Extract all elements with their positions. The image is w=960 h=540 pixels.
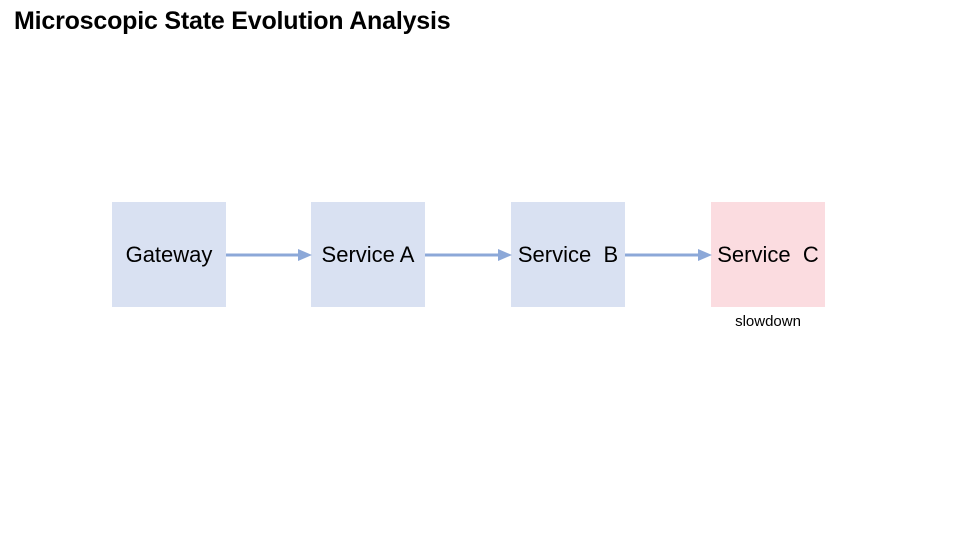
annotation-slowdown: slowdown — [735, 313, 801, 330]
node-service-a[interactable]: Service A — [311, 202, 425, 307]
edge-gateway-to-service-a — [226, 247, 312, 263]
node-service-c[interactable]: Service C — [711, 202, 825, 307]
node-gateway-label: Gateway — [125, 241, 213, 267]
arrow-right-icon — [625, 249, 712, 261]
node-gateway[interactable]: Gateway — [112, 202, 226, 307]
node-service-b-label: Service B — [517, 241, 619, 267]
edge-service-a-to-service-b — [425, 247, 512, 263]
node-service-c-label: Service C — [717, 241, 819, 267]
node-service-b[interactable]: Service B — [511, 202, 625, 307]
arrow-right-icon — [226, 249, 312, 261]
node-service-a-label: Service A — [321, 241, 415, 267]
edge-service-b-to-service-c — [625, 247, 712, 263]
arrow-right-icon — [425, 249, 512, 261]
page-title: Microscopic State Evolution Analysis — [14, 7, 451, 35]
